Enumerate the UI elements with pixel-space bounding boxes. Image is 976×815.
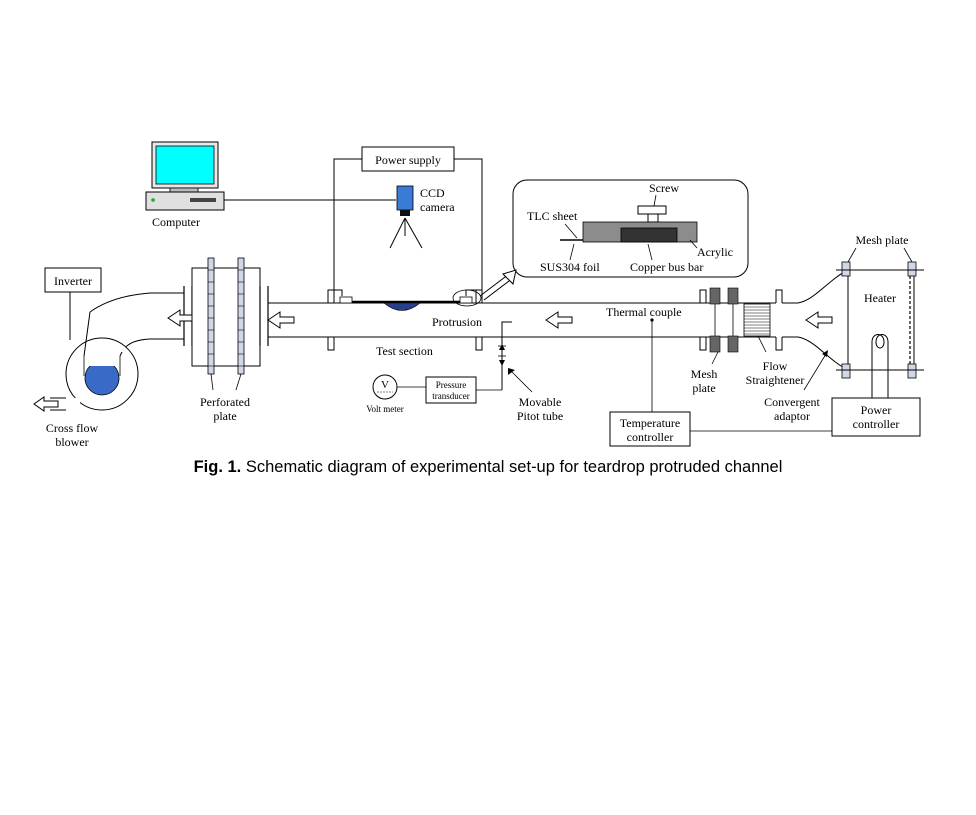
mesh-bottom-label: Mesh (691, 367, 718, 381)
blower-core-icon (84, 360, 120, 396)
computer-case (145, 191, 225, 211)
power-controller-box (831, 397, 921, 437)
perforated-plate-left (207, 257, 215, 375)
convergent-label: Convergent (764, 395, 820, 409)
blower-label: blower (55, 435, 88, 449)
mesh-plate-1-top (709, 287, 721, 305)
plate-bottom-label: plate (692, 381, 715, 395)
camera-label: camera (420, 200, 455, 214)
exhaust-arrow-icon (33, 396, 59, 412)
monitor-screen (155, 145, 215, 185)
screw-label: Screw (649, 181, 679, 195)
protrusion-label: Protrusion (432, 315, 482, 329)
convergent-bottom-wall (782, 336, 849, 371)
screw-shank (647, 213, 659, 223)
cross-flow-blower: Cross flow blower (33, 292, 184, 449)
disk-drive (190, 198, 216, 202)
mesh-plate-1-bottom (709, 335, 721, 353)
computer-label: Computer (152, 215, 200, 229)
power-lead-left (333, 158, 362, 296)
monitor-stand (169, 187, 199, 193)
copper-bus-bar-label: Copper bus bar (630, 260, 703, 274)
perforated-plate-right (237, 257, 245, 375)
mesh-and-straightener: Mesh plate Flow Straightener (691, 287, 805, 395)
callout-arrow-shaft-b (483, 277, 514, 301)
volt-meter-symbol: V (381, 379, 389, 391)
perforated-label: Perforated (200, 395, 250, 409)
sus304-foil-label: SUS304 foil (540, 260, 600, 274)
test-section-label: Test section (376, 344, 433, 358)
flow-arrow-icon-1 (167, 309, 193, 327)
computer: Computer (145, 141, 225, 229)
flow-arrow-icon-3 (545, 311, 573, 329)
convergent-top-wall (782, 269, 849, 304)
cross-flow-label: Cross flow (46, 421, 99, 435)
ccd-label: CCD (420, 186, 445, 200)
tlc-sheet-label: TLC sheet (527, 209, 578, 223)
power-led (151, 198, 155, 202)
power-controller-label: controller (853, 417, 900, 431)
adaptor-label: adaptor (774, 409, 810, 423)
mesh-plate-2-top (727, 287, 739, 305)
pitot-probe (501, 321, 512, 390)
camera-body (396, 185, 414, 211)
thermal-couple-label: Thermal couple (606, 305, 682, 319)
measurement-instruments: V Volt meter Pressure transducer Movable… (366, 368, 563, 423)
power-lead-right (454, 158, 483, 296)
heater-label: Heater (864, 291, 896, 305)
flow-label: Flow (763, 359, 788, 373)
mesh-top-label: Mesh plate (856, 233, 909, 247)
power-supply-label: Power supply (375, 153, 441, 167)
ccd-camera: CCD camera (389, 185, 455, 249)
detail-inset: Screw TLC sheet Acrylic SUS304 foil Copp… (512, 179, 749, 278)
transducer-label: transducer (432, 391, 469, 401)
callout-arrow-shaft-a (479, 273, 510, 297)
copper-bus-bar (620, 227, 678, 243)
caption-prefix: Fig. 1. (193, 458, 242, 476)
bus-bar-left (339, 296, 353, 304)
heater-chamber (847, 269, 915, 371)
pressure-label: Pressure (436, 380, 467, 390)
movable-label: Movable (519, 395, 562, 409)
callout-arrow-head (502, 269, 517, 286)
protrusion-shape (383, 302, 421, 311)
figure-caption: Fig. 1. Schematic diagram of experimenta… (0, 458, 976, 477)
inverter-label: Inverter (54, 274, 92, 288)
plate-label: plate (213, 409, 236, 423)
temperature-label: Temperature (620, 416, 680, 430)
temperature-controller-box (609, 411, 691, 447)
perforated-plate-section: Perforated plate (167, 257, 269, 423)
settling-chamber (191, 267, 261, 367)
temperature-controller-label: controller (627, 430, 674, 444)
straightener-label: Straightener (746, 373, 805, 387)
acrylic-label: Acrylic (697, 245, 733, 259)
mesh-plate-2-bottom (727, 335, 739, 353)
main-channel: Protrusion Test section Thermal couple (267, 289, 716, 412)
detail-callout-circle (452, 289, 482, 307)
convergent-and-heater: Heater Mesh plate Convergent adaptor (764, 233, 924, 423)
flow-arrow-icon-2 (267, 311, 295, 329)
flow-arrow-icon-4 (805, 311, 833, 329)
camera-lens (400, 210, 410, 216)
inverter-box (44, 267, 102, 293)
volt-meter-label: Volt meter (366, 404, 404, 414)
power-label: Power (861, 403, 892, 417)
flow-straightener (743, 303, 771, 337)
pitot-tube-label: Pitot tube (517, 409, 563, 423)
power-supply-box (361, 146, 455, 172)
caption-text: Schematic diagram of experimental set-up… (241, 458, 783, 476)
bus-bar-right (459, 296, 473, 304)
heating-coil-icon (871, 334, 889, 400)
screw-head (637, 205, 667, 215)
